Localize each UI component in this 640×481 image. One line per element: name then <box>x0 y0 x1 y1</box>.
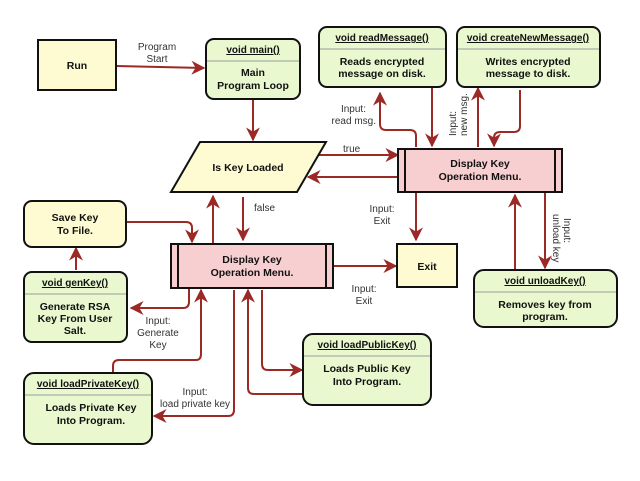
edges <box>69 60 552 423</box>
node-exit[interactable]: Exit <box>396 243 458 288</box>
edge-menu2-to-loadprivate <box>152 290 235 423</box>
edge-loadprivate-to-menu2 <box>112 288 208 372</box>
label-exit-bottom: Input:Exit <box>351 284 376 307</box>
label-false: false <box>254 203 276 214</box>
edge-menu-to-readmessage <box>373 91 417 147</box>
node-main-header: void main() <box>226 45 279 56</box>
node-load-private-key-header: void loadPrivateKey() <box>37 379 139 390</box>
label-read-msg: Input:read msg. <box>332 104 376 127</box>
edge-menu2-to-genkey <box>129 287 190 315</box>
edge-run-to-main <box>115 60 206 75</box>
node-run[interactable]: Run <box>37 39 117 91</box>
edge-menu2-to-loadpublic <box>261 290 304 377</box>
node-gen-key-header: void genKey() <box>42 278 108 289</box>
node-create-message[interactable]: void createNewMessage() Writes encrypted… <box>456 26 601 88</box>
label-true: true <box>343 144 361 155</box>
node-run-label: Run <box>67 60 87 72</box>
node-create-message-header: void createNewMessage() <box>467 33 589 44</box>
label-unload-key: Input:unload key <box>550 214 572 262</box>
node-exit-label: Exit <box>417 261 437 273</box>
edge-createmessage-to-menu <box>487 90 521 148</box>
edge-loadpublic-to-menu2 <box>241 288 302 395</box>
node-is-key-loaded-label: Is Key Loaded <box>212 162 283 174</box>
node-unload-key-header: void unloadKey() <box>504 276 585 287</box>
label-new-msg: Input:new msg. <box>448 93 470 136</box>
node-read-message-header: void readMessage() <box>335 33 428 44</box>
label-exit-top: Input:Exit <box>369 204 394 227</box>
node-load-public-key-header: void loadPublicKey() <box>318 340 417 351</box>
label-load-private: Input:load private key <box>160 387 230 410</box>
edge-savekey-to-menu2 <box>126 221 199 244</box>
node-is-key-loaded[interactable]: Is Key Loaded <box>169 141 328 193</box>
